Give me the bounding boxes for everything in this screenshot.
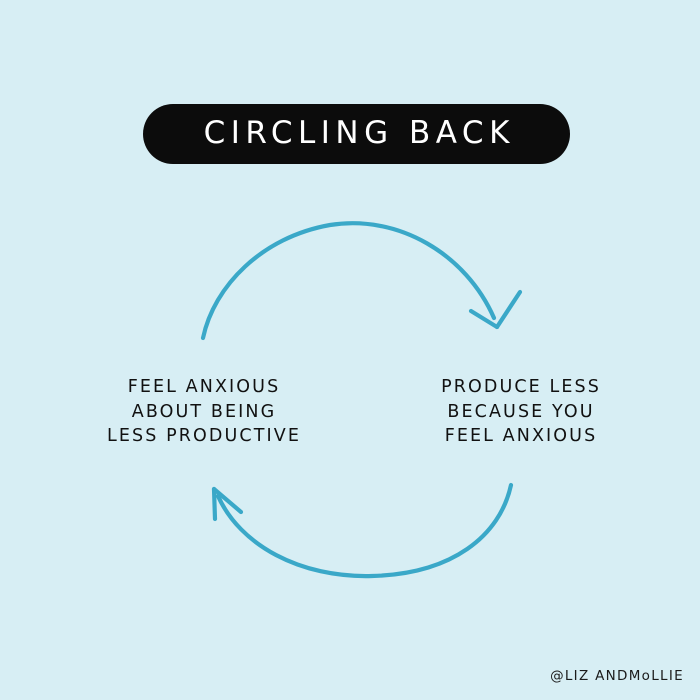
page-title: CIRCLING BACK bbox=[203, 114, 515, 151]
author-signature: @LIZ ANDMoLLIE bbox=[550, 668, 684, 684]
cycle-node-left-line-2: ABOUT BEING bbox=[131, 401, 277, 422]
cycle-node-left-line-1: FEEL ANXIOUS bbox=[127, 377, 281, 397]
cycle-node-left: FEEL ANXIOUS ABOUT BEING LESS PRODUCTIVE bbox=[0, 375, 408, 449]
bottom-arrow-icon bbox=[211, 482, 514, 579]
top-arrow-icon bbox=[200, 221, 523, 341]
cycle-node-right-line-1: PRODUCE LESS bbox=[441, 377, 601, 397]
cycle-node-right-line-2: BECAUSE YOU bbox=[447, 401, 595, 422]
cycle-node-right-line-3: FEEL ANXIOUS bbox=[444, 426, 598, 447]
title-pill: CIRCLING BACK bbox=[143, 104, 570, 164]
cycle-node-right: PRODUCE LESS BECAUSE YOU FEEL ANXIOUS bbox=[418, 375, 624, 449]
cycle-node-left-line-3: LESS PRODUCTIVE bbox=[107, 426, 301, 447]
